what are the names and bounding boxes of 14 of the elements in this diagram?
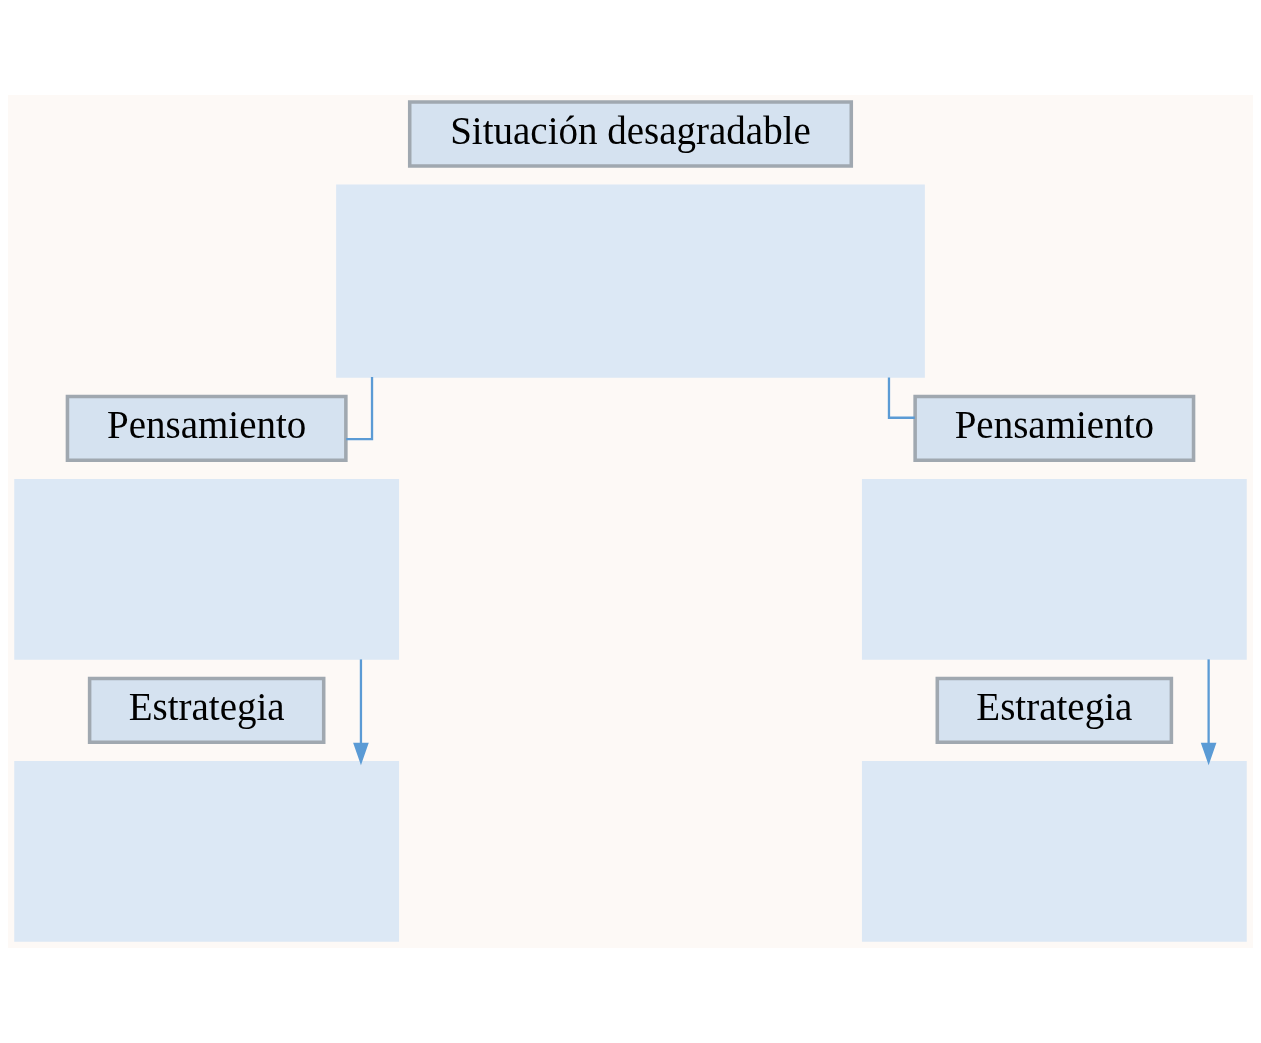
node-box: Estrategia xyxy=(87,676,326,745)
node-box: Estrategia xyxy=(935,676,1174,745)
node-box xyxy=(14,478,400,660)
node-box xyxy=(14,760,400,942)
node-box xyxy=(861,760,1247,942)
node-box xyxy=(336,184,925,378)
node-box: Pensamiento xyxy=(913,394,1196,463)
arrow xyxy=(1200,659,1217,766)
connector xyxy=(346,377,374,441)
node-box xyxy=(861,478,1247,660)
node-box: Pensamiento xyxy=(65,394,348,463)
arrow xyxy=(353,659,369,766)
connector xyxy=(887,377,915,419)
node-box: Situación desagradable xyxy=(407,100,854,168)
